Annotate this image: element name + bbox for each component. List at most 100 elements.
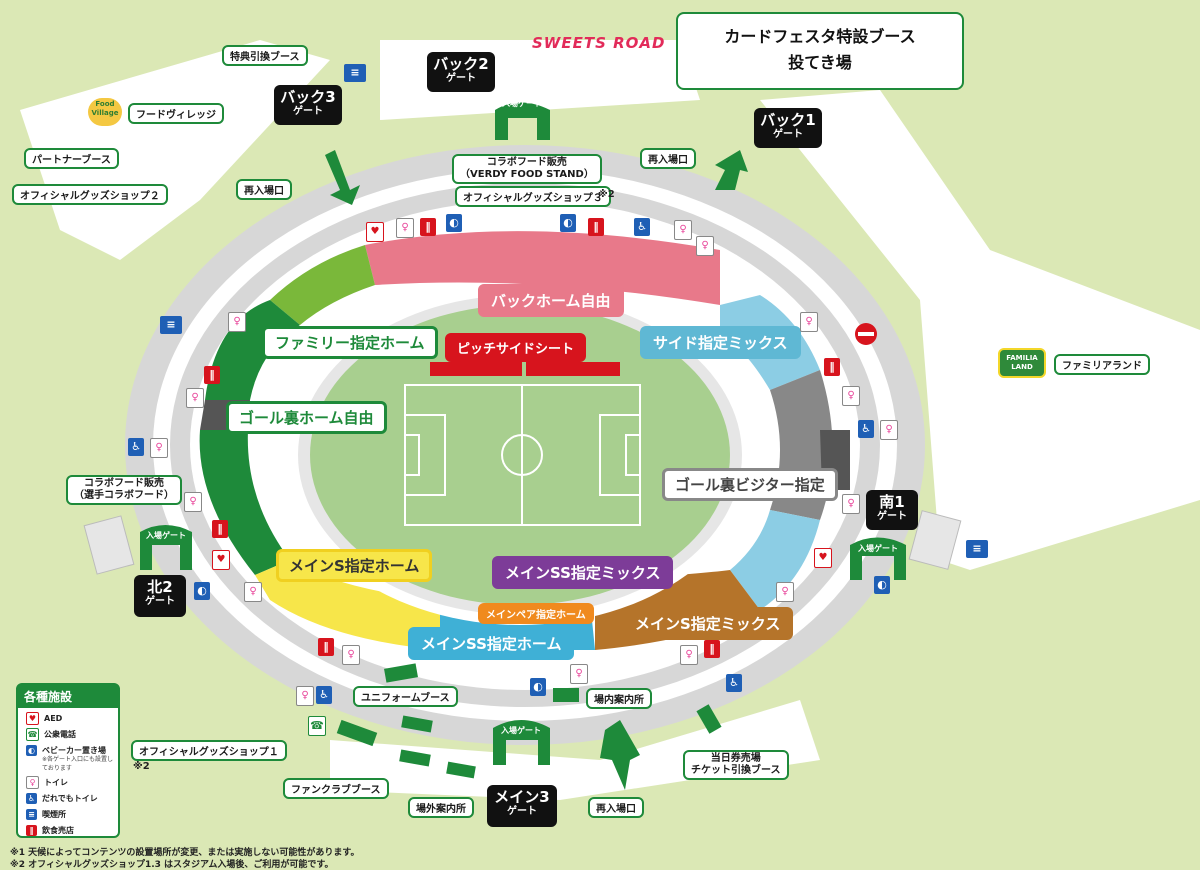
booth-same-day [696, 704, 722, 734]
toilet-icon[interactable]: ♀ [880, 420, 898, 440]
toilet-icon[interactable]: ♀ [150, 438, 168, 458]
label-partner-booth[interactable]: パートナーブース [24, 148, 119, 169]
label-reentry-back3[interactable]: 再入場口 [236, 179, 292, 200]
toilet-icon[interactable]: ♀ [680, 645, 698, 665]
gate-back1[interactable]: バック1 ゲート [754, 108, 822, 148]
label-collab-player[interactable]: コラボフード販売 （選手コラボフード） [66, 475, 182, 505]
toilet-icon[interactable]: ♀ [570, 664, 588, 684]
toilet-icon[interactable]: ♀ [184, 492, 202, 512]
smoking-icon[interactable]: ≡ [344, 64, 366, 82]
toilet-icon[interactable]: ♀ [842, 494, 860, 514]
seat-goal-visitor[interactable]: ゴール裏ビジター指定 [662, 468, 838, 501]
aed-icon[interactable]: ♥ [212, 550, 230, 570]
gate-south1[interactable]: 南1 ゲート [866, 490, 918, 530]
section-goal-home[interactable] [199, 430, 290, 575]
section-back-green[interactable] [270, 245, 375, 325]
entry-gate-south1[interactable]: 入場ゲート [850, 537, 906, 581]
seat-main-ss-home[interactable]: メインSS指定ホーム [408, 627, 575, 660]
entry-gate-main3[interactable]: 入場ゲート [493, 720, 550, 765]
toilet-icon[interactable]: ♀ [244, 582, 262, 602]
gate-back3[interactable]: バック3 ゲート [274, 85, 342, 125]
card-booth-line1: カードフェスタ特設ブース [724, 27, 916, 46]
label-food-village[interactable]: フードヴィレッジ [128, 103, 224, 124]
stroller-icon[interactable]: ◐ [874, 576, 890, 594]
toilet-icon[interactable]: ♀ [696, 236, 714, 256]
seat-pitchside[interactable]: ピッチサイドシート [445, 333, 587, 362]
section-back-home[interactable] [365, 231, 720, 305]
food-icon[interactable]: ‖ [588, 218, 604, 236]
aed-icon[interactable]: ♥ [814, 548, 832, 568]
label-reentry-back1[interactable]: 再入場口 [640, 148, 696, 169]
food-icon[interactable]: ‖ [212, 520, 228, 538]
label-same-day-ticket[interactable]: 当日券売場 チケット引換ブース [683, 750, 789, 780]
seat-back-home[interactable]: バックホーム自由 [478, 284, 624, 317]
smoking-icon: ≡ [26, 808, 37, 820]
section-family-home[interactable] [205, 300, 300, 400]
note-official3: ※2 [598, 189, 615, 200]
seat-main-ss-mix[interactable]: メインSS指定ミックス [492, 556, 674, 589]
seat-main-pair-home[interactable]: メインペア指定ホーム [478, 603, 594, 624]
stroller-icon[interactable]: ◐ [530, 678, 546, 696]
label-fanclub-booth[interactable]: ファンクラブブース [283, 778, 389, 799]
toilet-icon[interactable]: ♀ [674, 220, 692, 240]
toilet-icon[interactable]: ♀ [776, 582, 794, 602]
label-tokuten-booth[interactable]: 特典引換ブース [222, 45, 308, 66]
phone-icon[interactable]: ☎ [308, 716, 326, 736]
gate-south1-sub: ゲート [877, 511, 907, 522]
smoking-icon[interactable]: ≡ [966, 540, 988, 558]
toilet-icon[interactable]: ♀ [228, 312, 246, 332]
label-info-outside[interactable]: 場外案内所 [408, 797, 474, 818]
entry-gate-back2[interactable]: 入場ゲート [495, 98, 550, 140]
stroller-icon[interactable]: ◐ [446, 214, 462, 232]
toilet-icon[interactable]: ♀ [396, 218, 414, 238]
seat-main-s-home[interactable]: メインS指定ホーム [276, 549, 433, 582]
section-side-mix-south[interactable] [730, 510, 820, 610]
seat-family-home[interactable]: ファミリー指定ホーム [262, 326, 438, 359]
food-icon[interactable]: ‖ [704, 640, 720, 658]
toilet-icon[interactable]: ♀ [296, 686, 314, 706]
food-icon[interactable]: ‖ [318, 638, 334, 656]
toilet-icon[interactable]: ♀ [186, 388, 204, 408]
label-collab-verdy[interactable]: コラボフード販売 （VERDY FOOD STAND） [452, 154, 602, 184]
label-official-shop-2[interactable]: オフィシャルグッズショップ２ [12, 184, 168, 205]
accessible-toilet-icon[interactable]: ♿ [316, 686, 332, 704]
seat-main-s-mix[interactable]: メインS指定ミックス [622, 607, 794, 640]
accessible-toilet-icon[interactable]: ♿ [858, 420, 874, 438]
walkway-right [760, 90, 1200, 570]
gate-main3[interactable]: メイン3 ゲート [487, 785, 557, 827]
footnote-1: ※1 天候によってコンテンツの設置場所が変更、または実施しない可能性があります。 [10, 848, 360, 858]
legend-item-phone: ☎公衆電話 [26, 727, 118, 741]
label-uniform-booth[interactable]: ユニフォームブース [353, 686, 458, 707]
label-official-shop-1[interactable]: オフィシャルグッズショップ１ [131, 740, 287, 761]
reentry-arrow-main [600, 720, 640, 790]
stairs-west [83, 515, 135, 575]
label-reentry-main[interactable]: 再入場口 [588, 797, 644, 818]
gate-north2[interactable]: 北2 ゲート [134, 575, 186, 617]
label-familyland[interactable]: ファミリアランド [1054, 354, 1150, 375]
label-info-inside[interactable]: 場内案内所 [586, 688, 652, 709]
gate-back2[interactable]: バック2 ゲート [427, 52, 495, 92]
aed-icon[interactable]: ♥ [366, 222, 384, 242]
label-official-shop-3[interactable]: オフィシャルグッズショップ３ [455, 186, 611, 207]
toilet-icon[interactable]: ♀ [342, 645, 360, 665]
reentry-arrow-back1 [715, 150, 748, 190]
food-icon[interactable]: ‖ [824, 358, 840, 376]
food-icon[interactable]: ‖ [420, 218, 436, 236]
accessible-toilet-icon[interactable]: ♿ [634, 218, 650, 236]
seat-side-mix[interactable]: サイド指定ミックス [640, 326, 801, 359]
smoking-icon[interactable]: ≡ [160, 316, 182, 334]
toilet-icon[interactable]: ♀ [800, 312, 818, 332]
toilet-icon[interactable]: ♀ [842, 386, 860, 406]
stroller-icon[interactable]: ◐ [194, 582, 210, 600]
svg-text:入場ゲート: 入場ゲート [857, 543, 898, 553]
label-collab-player-text: コラボフード販売 （選手コラボフード） [74, 478, 174, 501]
booth-info-outside [446, 761, 476, 779]
seat-goal-home[interactable]: ゴール裏ホーム自由 [226, 401, 387, 434]
note-official1: ※2 [133, 761, 150, 772]
food-icon[interactable]: ‖ [204, 366, 220, 384]
section-main-s-home[interactable] [255, 560, 440, 650]
accessible-toilet-icon[interactable]: ♿ [128, 438, 144, 456]
accessible-toilet-icon[interactable]: ♿ [726, 674, 742, 692]
stroller-icon[interactable]: ◐ [560, 214, 576, 232]
entry-gate-north2[interactable]: 入場ゲート [140, 525, 192, 570]
